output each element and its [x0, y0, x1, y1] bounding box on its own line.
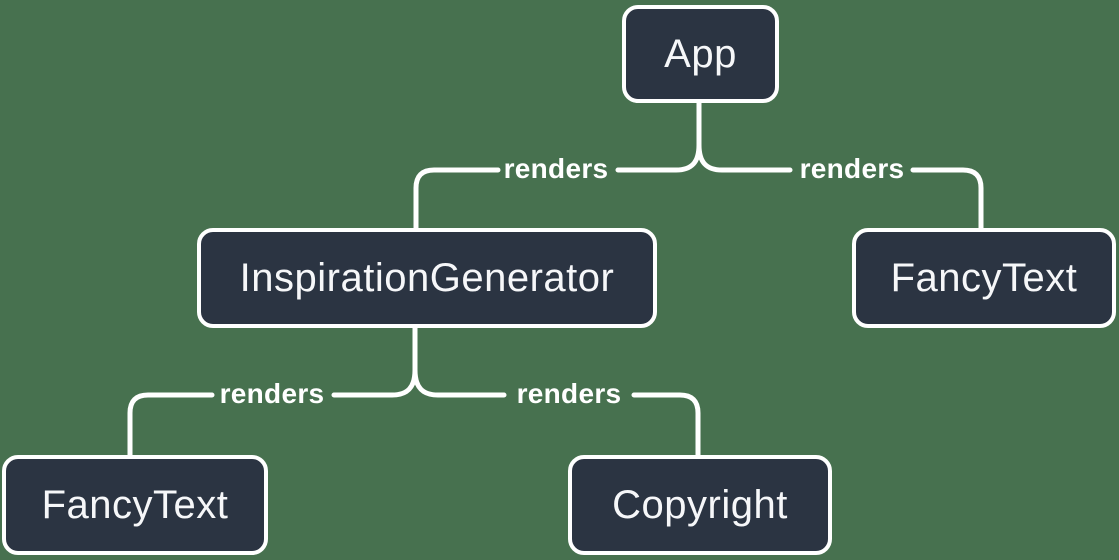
node-fancy-text-right: FancyText [852, 228, 1116, 328]
node-inspiration-generator-label: InspirationGenerator [239, 255, 615, 300]
edge-inspiration-to-copyright-drop [631, 392, 701, 458]
edge-app-to-fancytext-drop [910, 167, 984, 231]
node-app-label: App [664, 31, 737, 76]
edge-app-to-fancytext-flare [696, 142, 793, 173]
edge-label-inspiration-fancytext: renders [219, 378, 325, 409]
node-copyright-label: Copyright [612, 482, 788, 527]
edge-inspiration-to-fancytext-drop [127, 392, 215, 458]
node-copyright: Copyright [568, 455, 832, 555]
edge-label-app-inspiration: renders [503, 153, 609, 184]
node-fancy-text-left-label: FancyText [41, 482, 229, 527]
node-app: App [622, 5, 779, 103]
edge-inspiration-to-fancytext-flare [331, 367, 418, 398]
node-fancy-text-right-label: FancyText [890, 255, 1078, 300]
edge-app-to-inspiration-flare [615, 142, 702, 173]
node-fancy-text-left: FancyText [2, 455, 268, 555]
edge-app-to-inspiration-drop [413, 167, 501, 231]
edge-label-app-fancytext: renders [799, 153, 905, 184]
edge-inspiration-to-copyright-flare [412, 367, 507, 398]
node-inspiration-generator: InspirationGenerator [197, 228, 657, 328]
edge-label-inspiration-copyright: renders [516, 378, 622, 409]
